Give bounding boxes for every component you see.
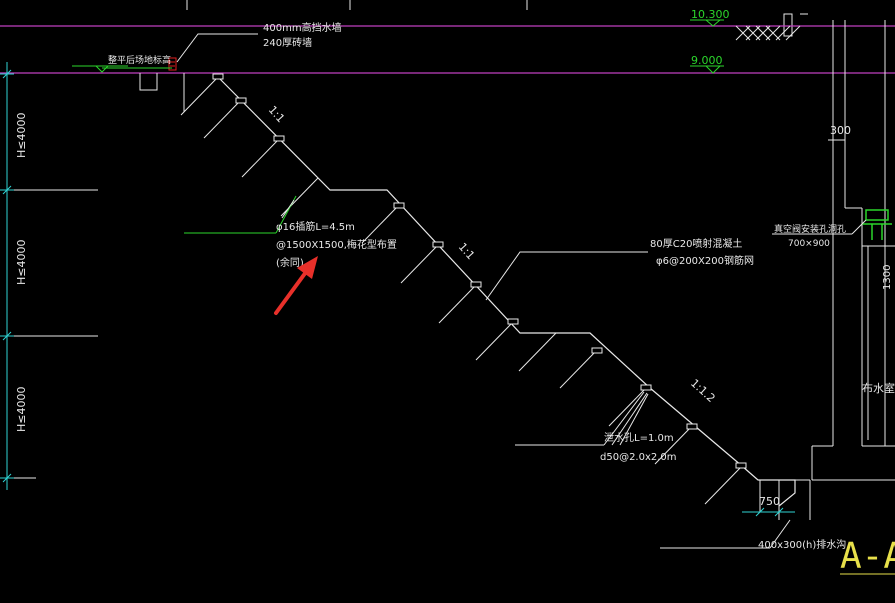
water-room-label: 布水室 [862, 381, 895, 395]
height-label-1: H≤4000 [15, 113, 28, 158]
ground-label: 整平后场地标高 [108, 54, 171, 66]
anchor-label-3: (余同) [276, 256, 304, 269]
anchor-leader [184, 195, 297, 234]
shotcrete-label-2: φ6@200X200钢筋网 [656, 254, 754, 267]
shotcrete-leader [485, 251, 648, 301]
hole-label-2: 700×900 [788, 239, 830, 249]
dim-1300-label: 1300 [882, 265, 893, 290]
right-hatch [735, 25, 801, 41]
valve-fitting [862, 209, 892, 240]
top-wall [102, 33, 258, 112]
height-label-3: H≤4000 [15, 387, 28, 432]
height-dimension [0, 62, 14, 490]
hole-leader [772, 219, 867, 235]
retaining-wall-label-1: 400mm高挡水墙 [263, 21, 342, 34]
anchor-heads [212, 73, 747, 469]
dim-750 [742, 507, 795, 517]
ditch-label: 400x300(h)排水沟 [758, 538, 846, 551]
dim-750-label: 750 [759, 495, 780, 508]
shotcrete-label-1: 80厚C20喷射混凝土 [650, 237, 742, 250]
anchor-label-1: φ16插筋L=4.5m [276, 220, 355, 233]
elevation-lower-label: 9.000 [691, 54, 723, 67]
dim-300-label: 300 [830, 124, 851, 137]
retaining-wall-label-2: 240厚砖墙 [263, 36, 312, 49]
elevation-markers [72, 19, 724, 74]
anchor-hatches [180, 76, 743, 505]
right-structure [811, 20, 895, 481]
section-title: A-A [840, 536, 895, 577]
height-dimension-extensions [14, 189, 98, 479]
elevation-lines [0, 25, 895, 74]
retaining-wall-marker [168, 57, 177, 71]
top-partial-lines [186, 0, 808, 37]
elevation-top-label: 10.300 [691, 8, 730, 21]
hole-label-1: 真空阀安装孔洞孔 [774, 223, 846, 235]
drain-leader [515, 391, 649, 446]
anchor-label-2: @1500X1500,梅花型布置 [276, 238, 397, 251]
annotation-arrow [274, 256, 318, 315]
ditch-area [660, 479, 811, 549]
drain-label-1: 泄水孔L=1.0m [604, 431, 674, 444]
drain-label-2: d50@2.0x2.0m [600, 452, 677, 463]
height-label-2: H≤4000 [15, 240, 28, 285]
